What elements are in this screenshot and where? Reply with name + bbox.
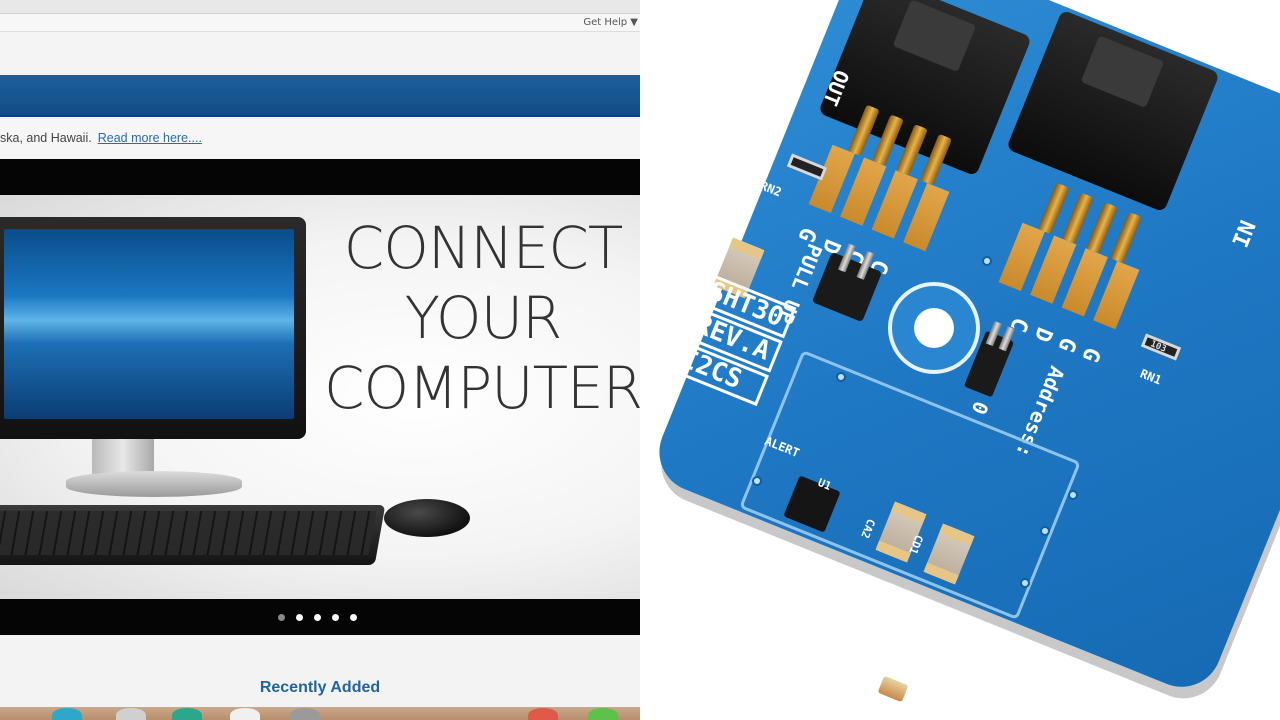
os-dock [0,707,640,720]
dock-app-icon[interactable] [172,708,202,720]
carousel-dot[interactable] [350,614,357,621]
shipping-notice: ska, and Hawaii. Read more here.... [0,119,640,159]
carousel-dot[interactable] [296,614,303,621]
monitor-base [66,471,242,497]
browser-toolbar [0,0,640,14]
mouse-image [384,499,470,537]
via [1068,490,1078,500]
via [1020,578,1030,588]
monitor-screen [4,229,294,419]
main-nav-bar[interactable] [0,75,640,117]
notice-text-line: ska, and Hawaii. Read more here.... [0,131,202,145]
dock-app-icon[interactable] [230,708,260,720]
board-name-label: HUMID TMP 0x44 [652,597,851,699]
dock-app-icon[interactable] [116,708,146,720]
dock-app-icon[interactable] [528,708,558,720]
carousel-dots [278,614,357,622]
ca1-label: CA1 [702,244,722,269]
carousel-dot[interactable] [314,614,321,621]
recently-added-section: Recently Added [0,635,640,707]
get-help-link[interactable]: Get Help ▼ [583,17,638,28]
pcb-photo-pane: OUT IN G D C C C D G G RN2 103 RN1 CA1 [640,0,1280,720]
carousel-top-bar [0,159,640,195]
keyboard-image [0,505,386,565]
alert-pad [752,476,762,486]
via [1040,526,1050,536]
dock-app-icon[interactable] [290,708,320,720]
recently-added-heading: Recently Added [259,679,381,696]
via [836,372,846,382]
hero-line-1: CONNECT [343,214,624,282]
monitor-image [0,217,306,439]
hero-line-3: COMPUTER [324,354,640,422]
carousel-dot[interactable] [278,614,285,621]
notice-text: ska, and Hawaii. [0,131,92,145]
hero-line-2: YOUR [404,284,563,352]
header-area [0,32,640,75]
utility-bar: Get Help ▼ [0,14,640,32]
hero-title: CONNECT YOUR COMPUTER [318,213,640,423]
via [982,256,992,266]
hero-banner[interactable]: CONNECT YOUR COMPUTER [0,195,640,599]
carousel-dot[interactable] [332,614,339,621]
dock-app-icon[interactable] [52,708,82,720]
browser-pane: Get Help ▼ ska, and Hawaii. Read more her… [0,0,640,720]
mounting-hole [888,282,980,374]
read-more-link[interactable]: Read more here.... [97,131,202,145]
dock-app-icon[interactable] [588,708,618,720]
monitor-stand [92,439,154,475]
